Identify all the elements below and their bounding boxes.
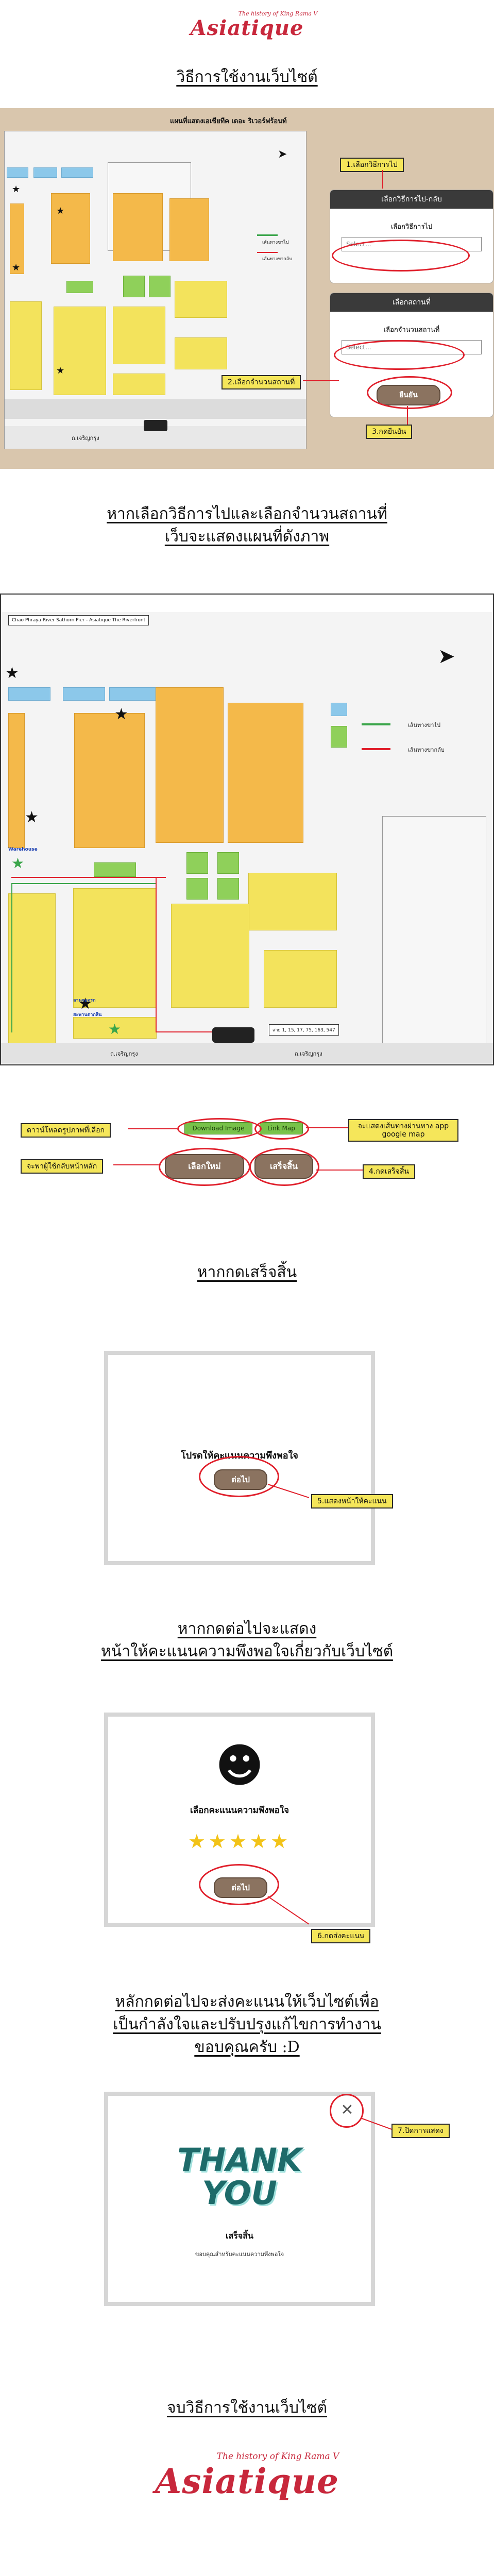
place-count-header: เลือกสถานที่	[330, 293, 493, 312]
callout-1: 1.เลือกวิธีการไป	[340, 158, 404, 172]
result-star: ★	[5, 664, 19, 682]
logo-tagline: The history of King Rama V	[238, 10, 318, 17]
legend-back: เส้นทางขากลับ	[262, 257, 292, 262]
highlight-submit-rating	[199, 1864, 279, 1905]
map-banner: Chao Phraya River Sathorn Pier - Asiatiq…	[8, 615, 149, 625]
bottom-logo-tagline: The history of King Rama V	[216, 2451, 339, 2462]
result-star: ★	[25, 808, 39, 826]
section1-title: วิธีการใช้งานเว็บไซต์	[176, 68, 318, 86]
section2-title-2: เว็บจะแสดงแผนที่ดังภาพ	[164, 528, 330, 546]
result-legend-back-line	[362, 748, 390, 750]
callout-6: 6.กดส่งคะแนน	[311, 1929, 371, 1943]
map-road-label: ถ.เจริญกรุง	[72, 435, 99, 442]
result-map: Chao Phraya River Sathorn Pier - Asiatiq…	[0, 594, 494, 1065]
bus-icon	[144, 420, 167, 431]
highlight-finish	[249, 1148, 319, 1186]
route-select-header: เลือกวิธีการไป-กลับ	[330, 190, 493, 209]
result-legend-go: เส้นทางขาไป	[408, 722, 441, 728]
result-legend-go-line	[362, 723, 390, 725]
done-text: เสร็จสิ้น	[226, 2231, 253, 2241]
highlight-prompt-continue	[199, 1456, 279, 1497]
result-star: ★	[114, 705, 128, 723]
highlight-new	[159, 1148, 250, 1186]
result-legend-back: เส้นทางขากลับ	[408, 747, 445, 753]
bottom-logo-wordmark: Asiatique	[155, 2461, 339, 2501]
section5-title-3: ขอบคุณครับ :D	[194, 2038, 300, 2056]
callout-5: 5.แสดงหน้าให้คะแนน	[311, 1494, 393, 1509]
top-logo: The history of King Rama V Asiatique	[0, 10, 494, 40]
place-count-label: เลือกจำนวนสถานที่	[383, 326, 440, 334]
thank-text: THANK	[177, 2141, 302, 2179]
you-text: YOU	[202, 2174, 277, 2212]
callout-linkmap: จะแสดงเส้นทางผ่านทาง app google map	[348, 1119, 458, 1142]
result-green-star: ★	[11, 855, 25, 872]
highlight-confirm	[367, 376, 452, 409]
rating-stars[interactable]: ★★★★★	[188, 1830, 292, 1853]
place-warehouse: Warehouse	[8, 847, 38, 852]
rating-text: เลือกคะแนนความพึงพอใจ	[190, 1805, 289, 1816]
logo-wordmark: Asiatique	[190, 16, 304, 40]
callout-7: 7.ปิดการแสดง	[391, 2124, 450, 2138]
place-b: สะพานตากสิน	[73, 1012, 102, 1018]
callout-finish: 4.กดเสร็จสิ้น	[363, 1164, 416, 1179]
map-star: ★	[56, 206, 65, 216]
section4-title-1: หากกดต่อไปจะแสดง	[177, 1620, 317, 1638]
rating-prompt-text: โปรดให้คะแนนความพึงพอใจ	[181, 1450, 298, 1461]
legend-back-line	[257, 252, 278, 253]
route-select-label: เลือกวิธีการไป	[390, 223, 433, 231]
result-road-right: ถ.เจริญกรุง	[295, 1050, 322, 1057]
result-compass-icon: ➤	[438, 645, 455, 668]
highlight-close	[330, 2094, 364, 2128]
bus-label: สาย 1, 15, 17, 75, 163, 547	[269, 1024, 339, 1036]
result-road-left: ถ.เจริญกรุง	[110, 1050, 138, 1057]
highlight-route-select	[332, 240, 470, 272]
thanks-subtext: ขอบคุณสำหรับคะแนนความพึงพอใจ	[195, 2251, 284, 2258]
compass-icon: ➤	[278, 148, 287, 161]
place-a: ลานจอดรถ	[73, 998, 96, 1003]
callout-3: 3.กดยืนยัน	[366, 425, 413, 439]
section2-title-1: หากเลือกวิธีการไปและเลือกจำนวนสถานที่	[107, 505, 387, 523]
map-star: ★	[12, 262, 21, 273]
map-preview: ถ.เจริญกรุง ★ ★ ★ ★ ➤ เส้นทางขาไป เส้นทา…	[4, 131, 306, 449]
callout-download: ดาวน์โหลดรูปภาพที่เลือก	[21, 1123, 111, 1138]
end-title: จบวิธีการใช้งานเว็บไซต์	[167, 2399, 327, 2417]
legend-go-line	[257, 234, 278, 236]
callout-2: 2.เลือกจำนวนสถานที่	[222, 375, 301, 389]
section5-title-2: เป็นกำลังใจและปรับปรุงแก้ไขการทำงาน	[113, 2015, 381, 2033]
callout-new: จะพาผู้ใช้กลับหน้าหลัก	[21, 1159, 104, 1174]
legend-go: เส้นทางขาไป	[262, 240, 289, 245]
highlight-linkmap	[254, 1118, 309, 1140]
thank-you-modal: ✕ THANK YOU เสร็จสิ้น ขอบคุณสำหรับคะแนนค…	[104, 2092, 375, 2306]
map-star: ★	[56, 365, 65, 376]
section4-title-2: หน้าให้คะแนนความพึงพอใจเกี่ยวกับเว็บไซต์	[100, 1642, 394, 1660]
section3-title: หากกดเสร็จสิ้น	[197, 1263, 297, 1281]
section5-title-1: หลักกดต่อไปจะส่งคะแนนให้เว็บไซต์เพื่อ	[115, 1993, 379, 2011]
rating-modal: ☻ เลือกคะแนนความพึงพอใจ ★★★★★ ต่อไป	[104, 1713, 375, 1927]
result-bus-icon	[212, 1027, 254, 1043]
map-header: แผนที่แสดงเอเชียทีค เดอะ ริเวอร์ฟร้อนท์	[170, 117, 287, 125]
highlight-place-select	[334, 340, 465, 370]
highlight-download	[177, 1118, 262, 1140]
result-green-star: ★	[108, 1021, 122, 1038]
result-star: ★	[78, 995, 92, 1013]
map-star: ★	[12, 184, 21, 195]
smile-icon: ☻	[215, 1739, 264, 1793]
section1-panel: แผนที่แสดงเอเชียทีค เดอะ ริเวอร์ฟร้อนท์ …	[0, 108, 494, 469]
bottom-logo: The history of King Rama V Asiatique	[0, 2451, 494, 2501]
